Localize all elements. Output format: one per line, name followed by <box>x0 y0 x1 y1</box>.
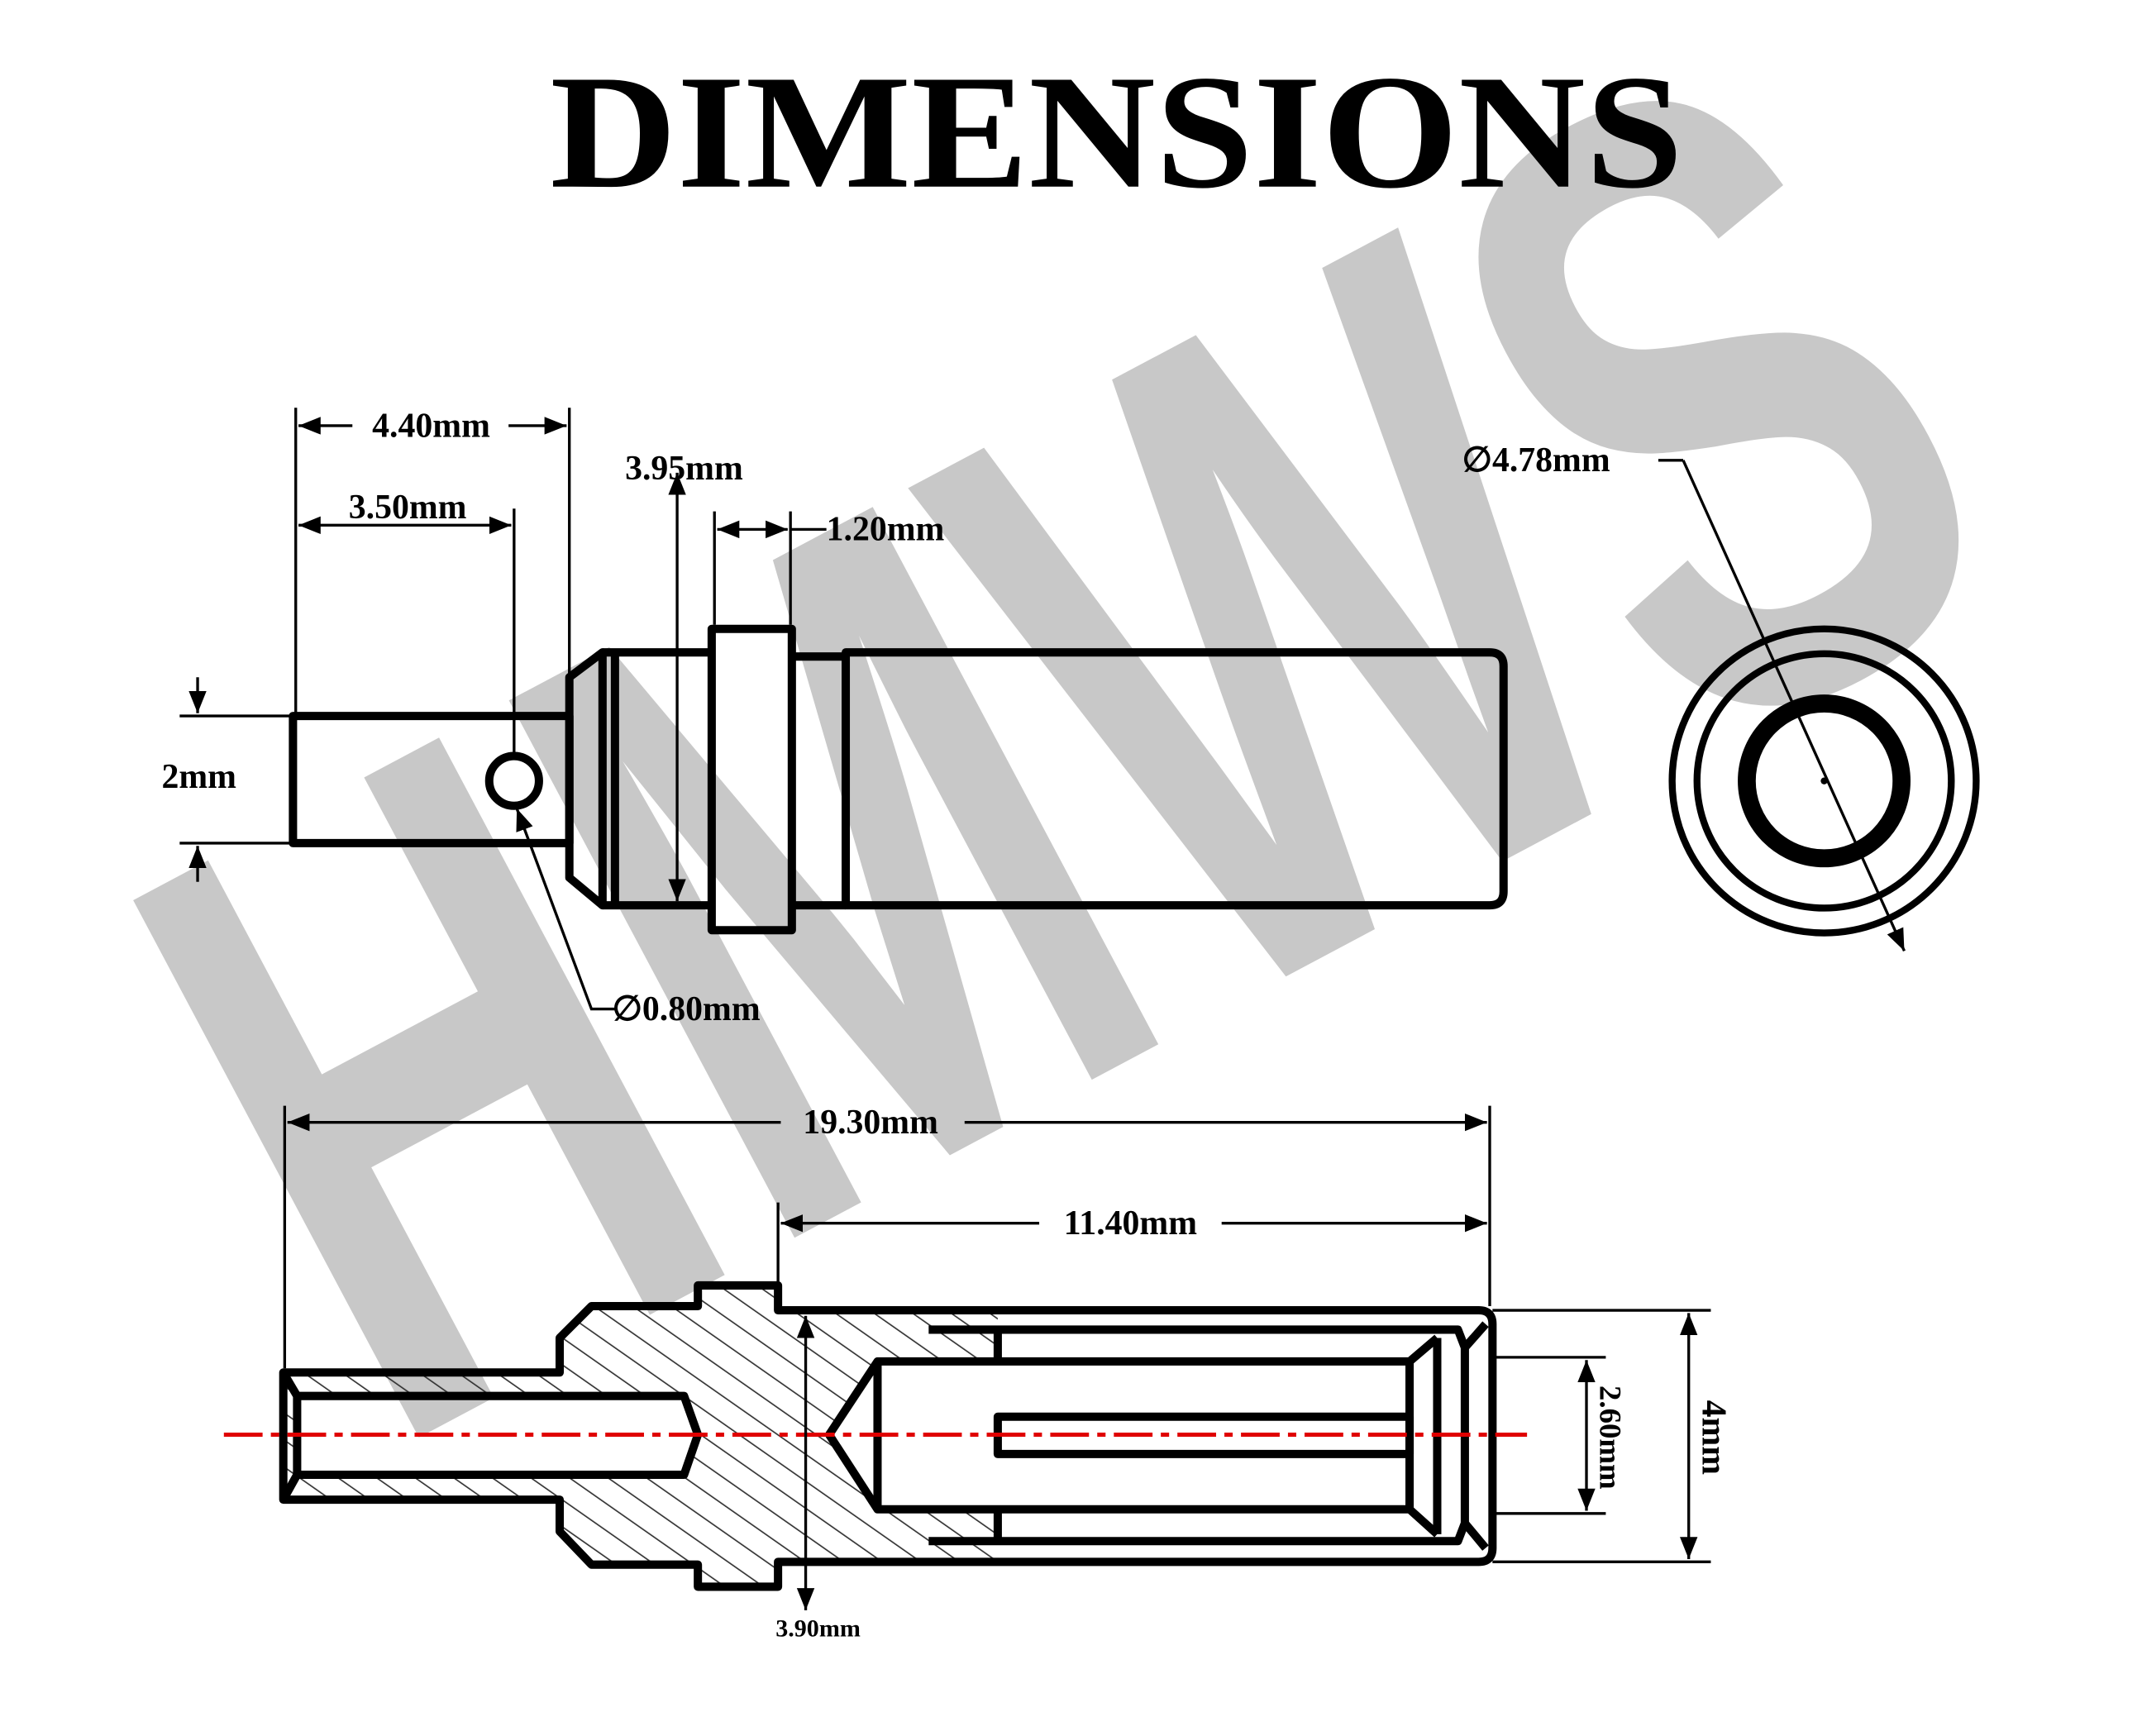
dim-2-60: 2.60mm <box>1594 1385 1628 1490</box>
collar <box>707 624 796 935</box>
end-view: ∅4.78mm <box>1462 441 1980 952</box>
dim-0-80: ∅0.80mm <box>613 990 761 1028</box>
section-view: 19.30mm 11.40mm 3.90mm 2.60mm 4mm <box>223 1104 1732 1643</box>
dim-3-90: 3.90mm <box>775 1614 861 1643</box>
dim-1-20: 1.20mm <box>827 511 945 549</box>
side-view: 4.40mm 3.50mm 3.95mm 1.20mm 2mm ∅0.80mm <box>161 407 1508 1028</box>
dim-3-50: 3.50mm <box>349 489 467 527</box>
dim-4mm: 4mm <box>1694 1400 1732 1476</box>
dim-2mm: 2mm <box>161 758 236 796</box>
dim-4-78: ∅4.78mm <box>1462 441 1610 479</box>
main-body <box>842 648 1508 910</box>
dim-4-40: 4.40mm <box>372 407 490 445</box>
dim-19-30: 19.30mm <box>803 1104 938 1142</box>
page-title: DIMENSIONS <box>550 41 1683 222</box>
dim-11-40: 11.40mm <box>1064 1204 1197 1242</box>
dim-3-95: 3.95mm <box>625 450 743 488</box>
